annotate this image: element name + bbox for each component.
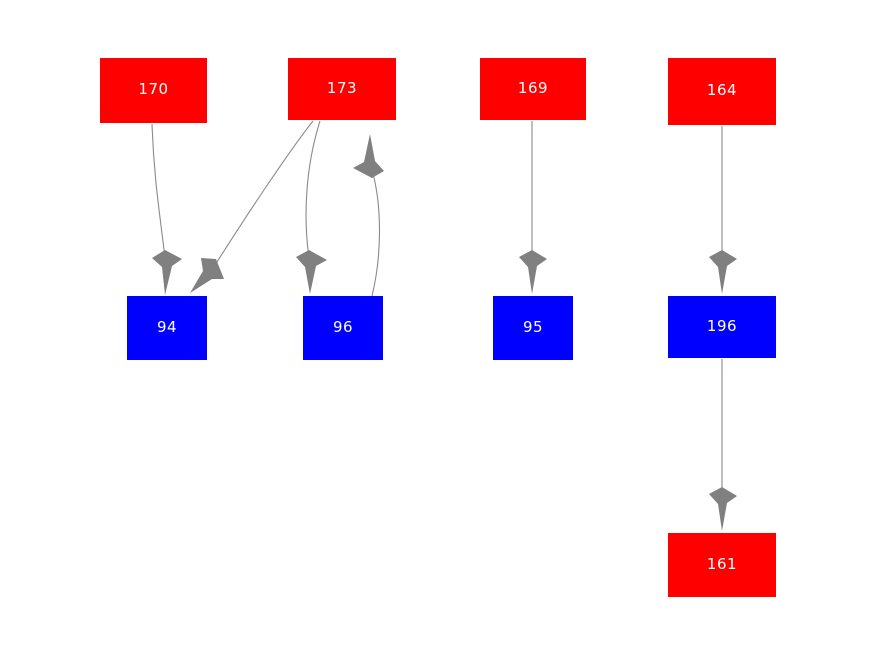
node-96[interactable]: 96 bbox=[303, 296, 383, 360]
node-label: 170 bbox=[138, 80, 169, 98]
node-label: 95 bbox=[522, 317, 544, 336]
edge-173-94 bbox=[190, 120, 314, 293]
edge-169-95 bbox=[519, 121, 547, 294]
node-161[interactable]: 161 bbox=[668, 533, 776, 597]
node-95[interactable]: 95 bbox=[493, 296, 573, 360]
edge-196-161 bbox=[709, 359, 737, 531]
node-label: 164 bbox=[706, 81, 738, 99]
node-label: 196 bbox=[706, 316, 738, 335]
node-169[interactable]: 169 bbox=[480, 58, 586, 120]
node-label: 161 bbox=[706, 554, 738, 573]
node-94[interactable]: 94 bbox=[127, 296, 207, 360]
node-164[interactable]: 164 bbox=[668, 58, 776, 125]
node-label: 173 bbox=[326, 78, 358, 97]
node-173[interactable]: 173 bbox=[288, 58, 396, 120]
edge-170-94 bbox=[151, 123, 182, 295]
edge-96-173 bbox=[353, 134, 384, 297]
node-label: 169 bbox=[517, 78, 549, 97]
node-196[interactable]: 196 bbox=[668, 296, 776, 358]
node-170[interactable]: 170 bbox=[100, 58, 207, 123]
node-label: 96 bbox=[332, 317, 354, 336]
node-label: 94 bbox=[156, 317, 178, 336]
edge-173-96 bbox=[296, 120, 327, 294]
edge-164-196 bbox=[709, 126, 737, 294]
